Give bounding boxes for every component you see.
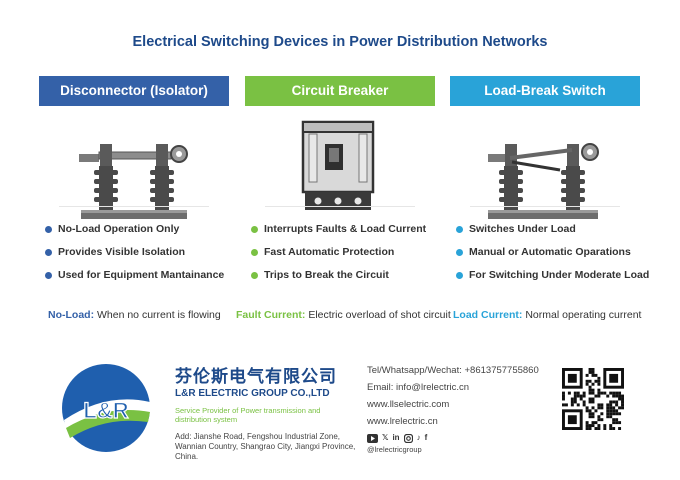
load-break-switch-illustration-icon [488, 143, 599, 219]
facebook-icon[interactable]: f [424, 433, 428, 442]
bullet-dot-icon [456, 226, 463, 233]
bullet-dot-icon [45, 272, 52, 279]
definition-text: Normal operating current [525, 309, 642, 321]
load-break-switch-bullets: Switches Under Load Manual or Automatic … [456, 222, 656, 291]
social-block: 𝕏 in ♪ f @lrelectricgroup [367, 433, 487, 454]
bullet-item: Trips to Break the Circuit [251, 268, 451, 291]
qr-code [562, 368, 624, 430]
website-link-2[interactable]: www.lrelectric.cn [367, 416, 438, 427]
divider [265, 206, 415, 207]
bullet-dot-icon [45, 226, 52, 233]
contact-info: Tel/Whatsapp/Wechat: +8613757755860 Emai… [367, 364, 557, 432]
bullet-dot-icon [456, 249, 463, 256]
definition-text: When no current is flowing [97, 309, 221, 321]
bullet-item: Fast Automatic Protection [251, 245, 451, 268]
circuit-breaker-bullets: Interrupts Faults & Load Current Fast Au… [251, 222, 451, 291]
circuit-breaker-header: Circuit Breaker [245, 76, 435, 106]
page-title: Electrical Switching Devices in Power Di… [132, 34, 548, 50]
bullet-dot-icon [251, 226, 258, 233]
disconnector-header: Disconnector (Isolator) [39, 76, 229, 106]
load-break-switch-column: Load-Break Switch Switches Under Load Ma… [450, 76, 649, 281]
instagram-icon[interactable] [403, 433, 413, 443]
bullet-dot-icon [251, 249, 258, 256]
bullet-item: No-Load Operation Only [45, 222, 245, 245]
x-icon[interactable]: 𝕏 [382, 433, 389, 442]
load-break-switch-header: Load-Break Switch [450, 76, 640, 106]
definition-text: Electric overload of shot circuit [308, 309, 451, 321]
company-name-chinese: 芬伦斯电气有限公司 [175, 367, 337, 386]
definition-no-load: No-Load: When no current is flowing [48, 309, 221, 321]
circuit-breaker-illustration-icon [301, 120, 375, 210]
tiktok-icon[interactable]: ♪ [416, 433, 421, 442]
email-link[interactable]: Email: info@lrelectric.cn [367, 382, 470, 393]
bullet-item: For Switching Under Moderate Load [456, 268, 656, 291]
bullet-item: Manual or Automatic Oparations [456, 245, 656, 268]
company-info: 芬伦斯电气有限公司 L&R ELECTRIC GROUP CO.,LTD Ser… [175, 362, 365, 462]
bullet-dot-icon [456, 272, 463, 279]
bullet-dot-icon [45, 249, 52, 256]
definition-term: Load Current: [453, 309, 523, 321]
phone-text: Tel/Whatsapp/Wechat: +8613757755860 [367, 365, 539, 376]
company-tagline: Service Provider of Power transmission a… [175, 406, 321, 424]
linkedin-icon[interactable]: in [392, 433, 400, 442]
bullet-item: Interrupts Faults & Load Current [251, 222, 451, 245]
company-name-english: L&R ELECTRIC GROUP CO.,LTD [175, 388, 330, 399]
social-icons: 𝕏 in ♪ f [367, 433, 487, 443]
definition-fault-current: Fault Current: Electric overload of shot… [236, 309, 451, 321]
disconnector-bullets: No-Load Operation Only Provides Visible … [45, 222, 245, 291]
website-link-1[interactable]: www.llselectric.com [367, 399, 450, 410]
youtube-icon[interactable] [367, 433, 378, 443]
bullet-item: Switches Under Load [456, 222, 656, 245]
company-address: Add: Jianshe Road, Fengshou Industrial Z… [175, 432, 356, 461]
bullet-item: Provides Visible Isolation [45, 245, 245, 268]
bullet-dot-icon [251, 272, 258, 279]
svg-text:L&R: L&R [83, 398, 128, 423]
definition-term: Fault Current: [236, 309, 306, 321]
disconnector-column: Disconnector (Isolator) No-Load Operati [39, 76, 229, 281]
definition-load-current: Load Current: Normal operating current [453, 309, 641, 321]
definition-term: No-Load: [48, 309, 95, 321]
company-logo: L&R [62, 364, 150, 452]
circuit-breaker-column: Circuit Breaker Interrupts Faults & Load… [245, 76, 435, 281]
divider [470, 206, 620, 207]
disconnector-illustration-icon [79, 144, 188, 219]
social-handle: @lrelectricgroup [367, 445, 422, 454]
bullet-item: Used for Equipment Mantainance [45, 268, 245, 291]
divider [59, 206, 209, 207]
